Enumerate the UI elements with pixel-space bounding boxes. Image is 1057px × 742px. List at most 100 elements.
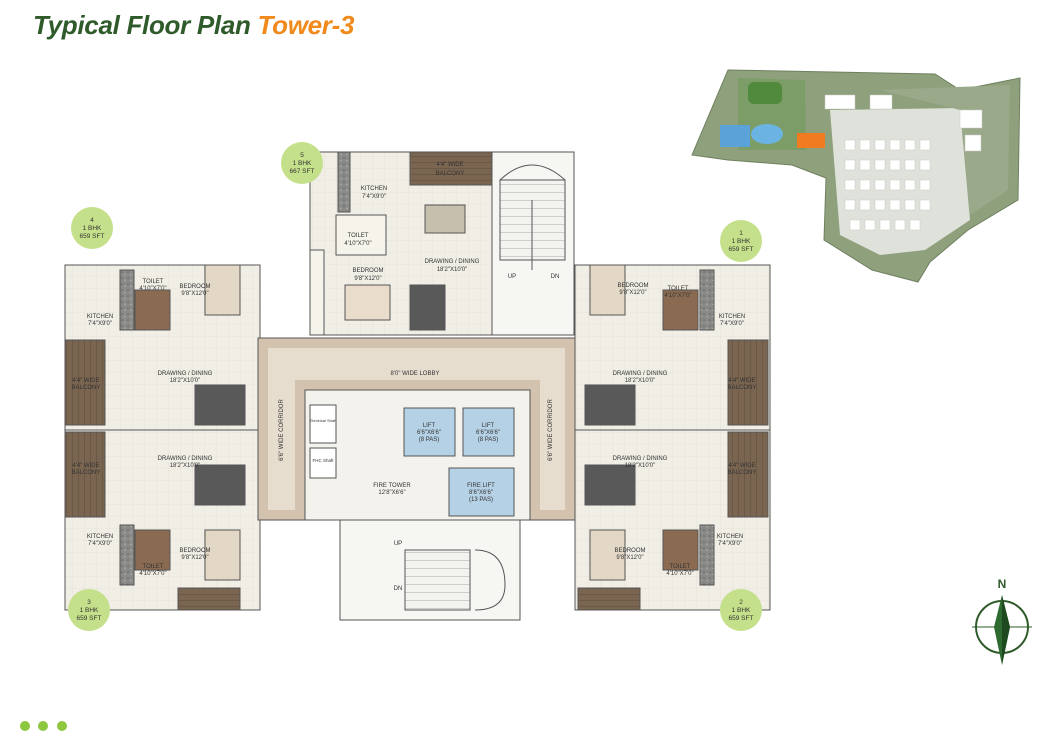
u4-toilet: TOILET bbox=[143, 279, 164, 285]
svg-text:5: 5 bbox=[300, 152, 304, 159]
north-compass-icon: N bbox=[972, 577, 1032, 665]
u5-toilet: TOILET bbox=[348, 233, 369, 239]
fhc-shaft-label: FHC Shaft bbox=[312, 458, 334, 463]
u5-kitchen: KITCHEN bbox=[361, 186, 387, 192]
u3-balcony2: BALCONY bbox=[72, 470, 101, 476]
u3-kitchen: KITCHEN bbox=[87, 534, 113, 540]
u5-drawing-dim: 18'2"X10'0" bbox=[437, 267, 468, 273]
u5-drawing: DRAWING / DINING bbox=[425, 259, 480, 265]
page-title: Typical Floor Plan Tower-3 bbox=[33, 10, 354, 41]
dot-2 bbox=[38, 721, 49, 731]
svg-text:1 BHK: 1 BHK bbox=[732, 238, 751, 245]
building-plan bbox=[64, 151, 771, 621]
site-key-plan bbox=[691, 69, 1021, 283]
lift-1 bbox=[403, 407, 456, 457]
u2-bedroom: BEDROOM bbox=[614, 548, 645, 554]
lift1-dim: 6'6"X6'6" bbox=[417, 430, 441, 436]
u1-toilet: TOILET bbox=[668, 286, 689, 292]
corridor-left-label: 6'6" WIDE CORRIDOR bbox=[279, 399, 285, 461]
lift-2 bbox=[462, 407, 515, 457]
stair-dn-bottom: DN bbox=[394, 586, 403, 592]
lift1-cap: (8 PAS) bbox=[419, 437, 440, 443]
lift2-label: LIFT bbox=[482, 423, 495, 429]
u1-balcony2: BALCONY bbox=[728, 385, 757, 391]
unit-5 bbox=[309, 151, 493, 336]
u1-kitchen: KITCHEN bbox=[719, 314, 745, 320]
fire-lift-cap: (13 PAS) bbox=[469, 497, 493, 503]
svg-text:667 SFT: 667 SFT bbox=[290, 168, 315, 175]
svg-text:1 BHK: 1 BHK bbox=[732, 607, 751, 614]
electrical-shaft-label: Electrical Shaft bbox=[310, 418, 338, 423]
unit-3 bbox=[64, 429, 261, 611]
svg-text:4: 4 bbox=[90, 217, 94, 224]
u4-bedroom: BEDROOM bbox=[179, 284, 210, 290]
u4-bedroom-dim: 9'8"X12'0" bbox=[181, 291, 208, 297]
corridor-right-label: 6'6" WIDE CORRIDOR bbox=[548, 399, 554, 461]
unit-4 bbox=[64, 264, 261, 431]
svg-text:659 SFT: 659 SFT bbox=[77, 615, 102, 622]
unit-2 bbox=[574, 429, 771, 611]
u2-balcony: 4'4" WIDE bbox=[728, 463, 755, 469]
svg-text:659 SFT: 659 SFT bbox=[729, 615, 754, 622]
lobby-label: 8'0" WIDE LOBBY bbox=[391, 371, 440, 377]
svg-text:659 SFT: 659 SFT bbox=[729, 246, 754, 253]
u2-balcony2: BALCONY bbox=[728, 470, 757, 476]
u5-balcony-label: 4'4" WIDE bbox=[436, 162, 463, 168]
u3-bedroom-dim: 9'8"X12'0" bbox=[181, 555, 208, 561]
tower3-highlight bbox=[797, 133, 825, 148]
fire-lift-dim: 8'6"X6'6" bbox=[469, 490, 493, 496]
svg-text:1 BHK: 1 BHK bbox=[80, 607, 99, 614]
page-indicator-dots bbox=[20, 718, 71, 736]
badge-unit-1: 1 1 BHK 659 SFT bbox=[720, 220, 762, 262]
stair-dn-top: DN bbox=[551, 274, 560, 280]
unit3-balcony bbox=[64, 431, 106, 518]
fire-tower-dim: 12'8"X6'6" bbox=[378, 490, 405, 496]
u1-toilet-dim: 4'10"X7'0" bbox=[664, 293, 691, 299]
u1-bedroom-dim: 9'8"X12'0" bbox=[619, 290, 646, 296]
badge-unit-2: 2 1 BHK 659 SFT bbox=[720, 589, 762, 631]
u4-balcony2: BALCONY bbox=[72, 385, 101, 391]
u2-toilet-dim: 4'10"X7'0" bbox=[666, 571, 693, 577]
svg-text:2: 2 bbox=[739, 599, 743, 606]
u1-drawing-dim: 18'2"X10'0" bbox=[625, 378, 656, 384]
title-tower: Tower-3 bbox=[257, 10, 355, 40]
u5-bedroom: BEDROOM bbox=[352, 268, 383, 274]
u1-kitchen-dim: 7'4"X9'0" bbox=[720, 321, 744, 327]
u4-drawing-dim: 18'2"X10'0" bbox=[170, 378, 201, 384]
u2-kitchen-dim: 7'4"X9'0" bbox=[718, 541, 742, 547]
u2-drawing-dim: 18'2"X10'0" bbox=[625, 463, 656, 469]
u1-bedroom: BEDROOM bbox=[617, 283, 648, 289]
svg-text:BALCONY: BALCONY bbox=[436, 171, 465, 177]
unit2-balcony bbox=[727, 431, 769, 518]
unit-1 bbox=[574, 264, 771, 431]
stair-up-top: UP bbox=[508, 274, 516, 280]
fire-tower-label: FIRE TOWER bbox=[373, 483, 411, 489]
u2-kitchen: KITCHEN bbox=[717, 534, 743, 540]
u3-kitchen-dim: 7'4"X9'0" bbox=[88, 541, 112, 547]
u1-balcony: 4'4" WIDE bbox=[728, 378, 755, 384]
svg-text:4'4" WIDE: 4'4" WIDE bbox=[436, 162, 463, 168]
u2-bedroom-dim: 9'8"X12'0" bbox=[616, 555, 643, 561]
u3-drawing-dim: 18'2"X10'0" bbox=[170, 463, 201, 469]
u2-toilet: TOILET bbox=[670, 564, 691, 570]
title-main: Typical Floor Plan bbox=[33, 10, 251, 40]
svg-text:1: 1 bbox=[739, 230, 743, 237]
lift2-cap: (8 PAS) bbox=[478, 437, 499, 443]
lift1-label: LIFT bbox=[423, 423, 436, 429]
badge-unit-5: 5 1 BHK 667 SFT bbox=[281, 142, 323, 184]
u4-balcony: 4'4" WIDE bbox=[72, 378, 99, 384]
u3-balcony: 4'4" WIDE bbox=[72, 463, 99, 469]
u1-drawing: DRAWING / DINING bbox=[613, 371, 668, 377]
fire-lift-label: FIRE LIFT bbox=[467, 483, 495, 489]
svg-text:3: 3 bbox=[87, 599, 91, 606]
u5-bedroom-dim: 9'8"X12'0" bbox=[354, 276, 381, 282]
unit5-balcony bbox=[409, 151, 493, 186]
u5-toilet-dim: 4'10"X7'0" bbox=[344, 241, 371, 247]
compass-n-label: N bbox=[998, 577, 1007, 591]
svg-text:1 BHK: 1 BHK bbox=[293, 160, 312, 167]
lift2-dim: 6'6"X6'6" bbox=[476, 430, 500, 436]
u3-toilet-dim: 4'10"X7'0" bbox=[139, 571, 166, 577]
unit1-balcony bbox=[727, 339, 769, 426]
u3-toilet: TOILET bbox=[143, 564, 164, 570]
